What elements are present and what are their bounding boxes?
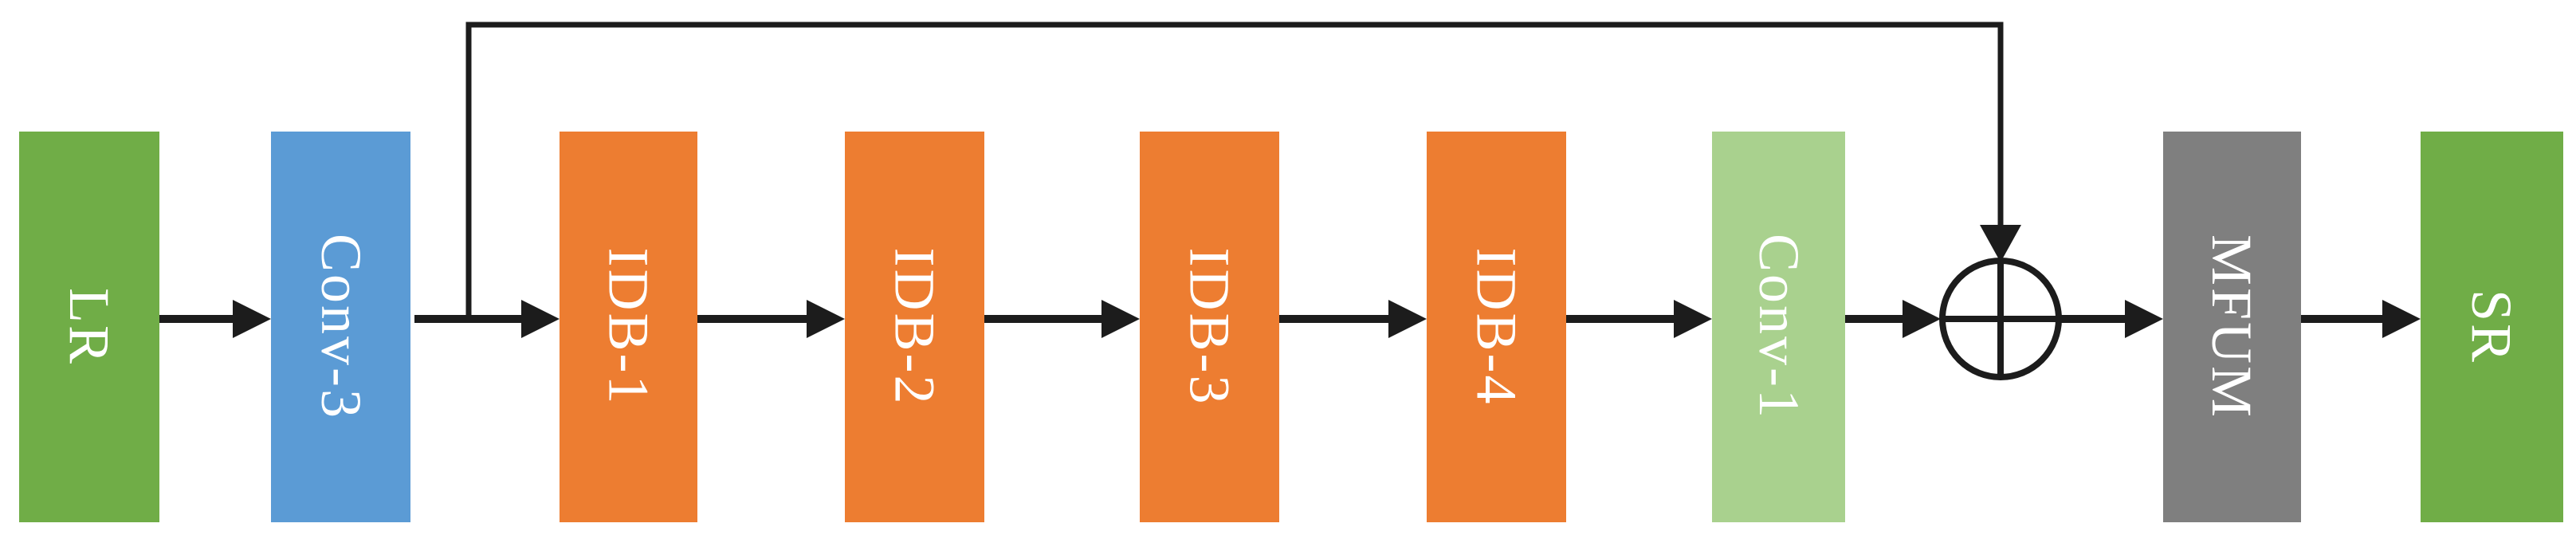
arrowhead-into-idb1 <box>521 300 560 338</box>
arrowhead-into-idb2 <box>807 300 845 338</box>
block-idb4: IDB-4 <box>1427 132 1566 522</box>
skip-connection-line <box>465 22 2004 319</box>
arrowhead-into-sr <box>2382 300 2421 338</box>
block-mfum-label: MFUM <box>2200 234 2264 420</box>
block-idb2: IDB-2 <box>845 132 984 522</box>
arrowhead-into-conv1 <box>1674 300 1712 338</box>
block-lr-label: LR <box>57 287 121 367</box>
block-idb2-label: IDB-2 <box>882 247 947 407</box>
block-sr-label: SR <box>2460 289 2524 365</box>
block-sr: SR <box>2421 132 2563 522</box>
block-idb1-label: IDB-1 <box>596 247 661 407</box>
block-idb3: IDB-3 <box>1140 132 1279 522</box>
arrowhead-into-idb3 <box>1101 300 1140 338</box>
block-idb1: IDB-1 <box>560 132 697 522</box>
block-conv3: Conv-3 <box>271 132 410 522</box>
arrowhead-into-idb4 <box>1388 300 1427 338</box>
arrowhead-skip-into-add <box>1980 225 2021 262</box>
block-conv1: Conv-1 <box>1712 132 1845 522</box>
block-mfum: MFUM <box>2163 132 2301 522</box>
add-node <box>1939 258 2062 380</box>
arrowhead-into-add <box>1903 300 1941 338</box>
block-lr: LR <box>19 132 159 522</box>
block-conv3-label: Conv-3 <box>308 234 373 420</box>
block-idb4-label: IDB-4 <box>1464 247 1529 407</box>
block-conv1-label: Conv-1 <box>1746 234 1811 420</box>
arrowhead-into-mfum <box>2125 300 2163 338</box>
arrowhead-into-conv3 <box>233 300 271 338</box>
block-idb3-label: IDB-3 <box>1177 247 1242 407</box>
